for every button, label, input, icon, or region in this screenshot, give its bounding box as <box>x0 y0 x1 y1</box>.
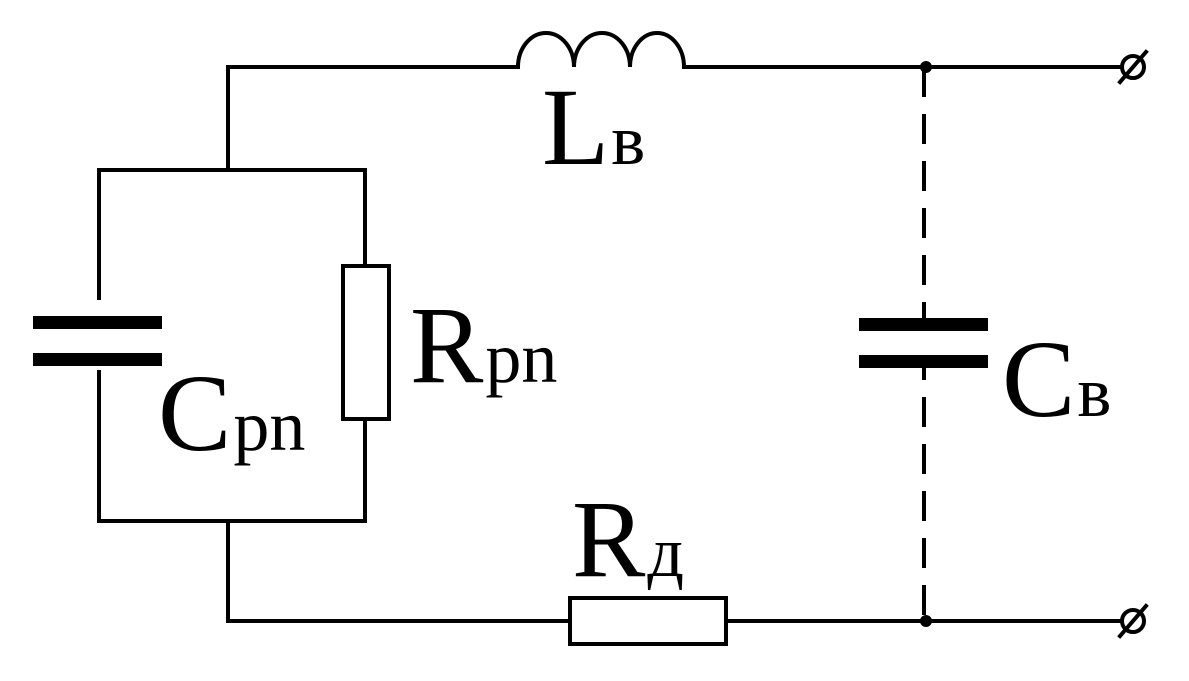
inductor-l-b <box>515 31 687 70</box>
resistor-d <box>568 596 728 646</box>
capacitor-pn-plate-top <box>33 316 162 329</box>
capacitor-b-plate-bottom <box>859 355 988 368</box>
parallel-block-frame <box>97 168 367 523</box>
label-resistor-pn: Rpn <box>410 284 557 406</box>
capacitor-b-plate-top <box>859 318 988 331</box>
junction-dot-bottom <box>920 615 932 627</box>
terminal-top-icon <box>1117 49 1149 85</box>
terminal-bottom-icon <box>1117 603 1149 639</box>
junction-dot-top <box>920 61 932 73</box>
resistor-pn <box>341 264 391 421</box>
label-capacitor-pn: Cpn <box>158 352 305 474</box>
label-capacitor-b: Cв <box>1002 318 1111 440</box>
capacitor-pn-plate-bottom <box>33 353 162 366</box>
label-inductor-l-b: Lв <box>542 66 645 188</box>
label-resistor-d: Rд <box>572 478 684 600</box>
